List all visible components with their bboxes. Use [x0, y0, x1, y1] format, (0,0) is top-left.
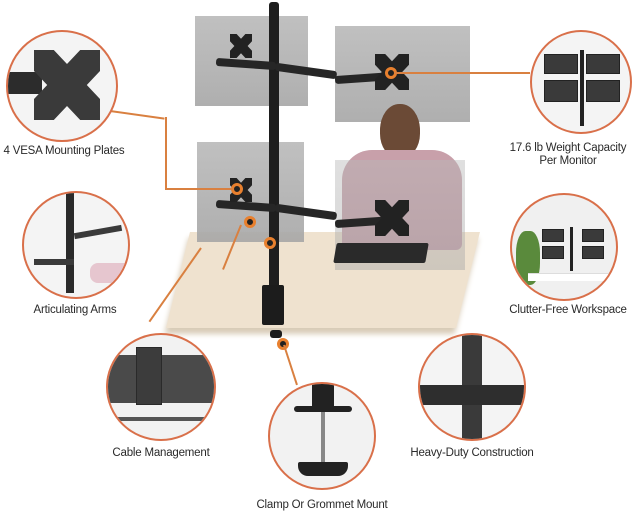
- product-scene: [166, 0, 480, 350]
- label-arms: Articulating Arms: [33, 304, 117, 316]
- label-weight-line1: 17.6 lb Weight Capacity: [509, 142, 627, 154]
- label-clamp: Clamp Or Grommet Mount: [256, 499, 388, 511]
- bubble-clutter-free: [510, 193, 618, 301]
- label-cable: Cable Management: [112, 447, 210, 459]
- cable-wire: [108, 417, 214, 421]
- grommet-bolt: [321, 412, 325, 464]
- bubble-cable-management: [106, 333, 216, 441]
- callout-dot-cable: [264, 237, 276, 249]
- vesa-plate-icon: [34, 50, 100, 120]
- cable-clip: [136, 347, 162, 405]
- duty-arm: [420, 385, 524, 405]
- mini-pole: [580, 50, 584, 126]
- callout-dot-arms: [244, 216, 256, 228]
- arms-arm: [73, 224, 123, 240]
- mini-monitor-3: [544, 80, 578, 102]
- label-clutter: Clutter-Free Workspace: [509, 304, 627, 316]
- arms-hand: [90, 263, 128, 283]
- grommet-bottom: [298, 462, 348, 476]
- person-head: [380, 104, 420, 158]
- arms-arm-2: [34, 259, 74, 265]
- mini-monitor-4: [586, 80, 620, 102]
- leader-weight: [395, 72, 530, 74]
- bubble-articulating-arms: [22, 191, 130, 299]
- leader-vesa-v: [165, 117, 167, 189]
- arms-pole: [66, 193, 74, 293]
- grommet-top: [312, 384, 334, 406]
- bubble-clamp-grommet: [268, 382, 376, 490]
- leader-vesa-h2: [165, 188, 233, 190]
- mount-pole: [269, 2, 279, 302]
- clutter-monitor-3: [542, 246, 564, 259]
- label-weight-line2: Per Monitor: [539, 155, 597, 167]
- clutter-monitor-4: [582, 246, 604, 259]
- mini-monitor-1: [544, 54, 578, 74]
- clamp-knob: [270, 330, 282, 338]
- label-heavy-duty: Heavy-Duty Construction: [410, 447, 534, 459]
- label-weight: 17.6 lb Weight Capacity Per Monitor: [496, 142, 640, 168]
- cable-bar: [108, 355, 214, 403]
- arm-stub: [8, 72, 42, 94]
- leader-vesa-h: [109, 110, 165, 120]
- clutter-monitor-1: [542, 229, 564, 242]
- clutter-desk: [528, 273, 614, 281]
- mini-monitor-2: [586, 54, 620, 74]
- vesa-plate-top-left: [230, 34, 252, 58]
- bubble-weight-capacity: [530, 30, 632, 134]
- leader-clamp: [283, 344, 298, 386]
- keyboard: [333, 243, 429, 263]
- bubble-heavy-duty: [418, 333, 526, 441]
- clutter-pole: [570, 227, 573, 271]
- clamp-body: [262, 285, 284, 325]
- grommet-plate: [294, 406, 352, 412]
- bubble-vesa-plates: [6, 30, 118, 142]
- label-vesa: 4 VESA Mounting Plates: [3, 145, 125, 157]
- clutter-monitor-2: [582, 229, 604, 242]
